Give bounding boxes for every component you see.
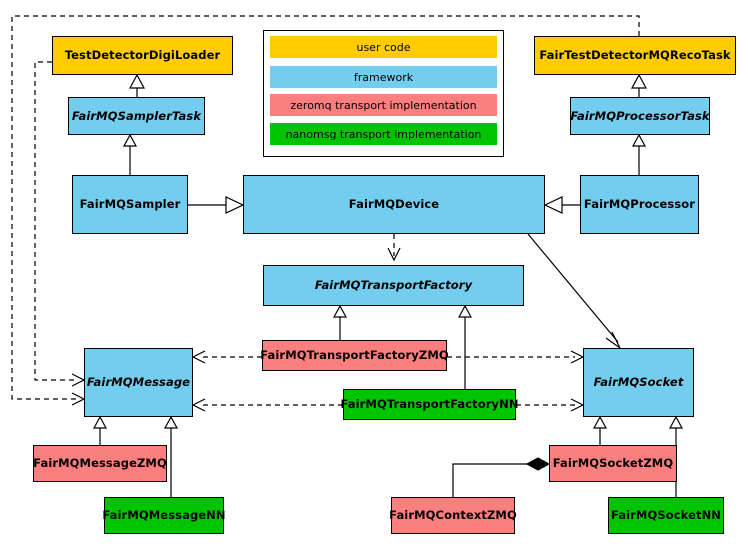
edge-dependency-device-transportfactory [387,234,401,262]
edge-generalization-factorynn-factory [457,304,473,389]
class-label: FairMQSocketZMQ [552,456,674,471]
edge-dependency-factoryzmq-message [191,350,262,364]
class-node-fairmqsocketnn[interactable]: FairMQSocketNN [608,497,724,534]
class-label: FairMQDevice [348,197,440,212]
legend-entry-nanomsg: nanomsg transport implementation [270,123,497,145]
class-node-testdetectordigiloader[interactable]: TestDetectorDigiLoader [52,36,233,75]
edge-generalization-processor-device [543,196,580,214]
legend-label-nanomsg: nanomsg transport implementation [285,127,482,141]
class-label: FairTestDetectorMQRecoTask [539,48,731,63]
edge-generalization-digiloader-samplertask [128,73,146,97]
class-label: FairMQContextZMQ [389,508,517,523]
class-node-fairmqcontextzmq[interactable]: FairMQContextZMQ [389,497,517,534]
edge-dependency-factorynn-socket [516,398,585,412]
class-node-fairtestdetectormqrecotask[interactable]: FairTestDetectorMQRecoTask [534,36,736,75]
class-node-fairmqprocessor[interactable]: FairMQProcessor [580,175,699,234]
class-label: FairMQSocketNN [610,508,722,523]
class-node-fairmqprocessortask[interactable]: FairMQProcessorTask [570,97,710,135]
class-node-fairmqtransportfactorynn[interactable]: FairMQTransportFactoryNN [340,389,519,420]
class-label: FairMQMessageNN [102,508,226,523]
class-node-fairmqmessagenn[interactable]: FairMQMessageNN [102,497,226,534]
class-node-fairmqsocket[interactable]: FairMQSocket [583,348,694,417]
class-node-fairmqtransportfactoryzmq[interactable]: FairMQTransportFactoryZMQ [260,340,449,371]
legend-label-zeromq: zeromq transport implementation [290,98,477,112]
edge-dependency-factorynn-message [191,398,343,412]
edge-association-device-socket [527,233,621,349]
edge-generalization-factoryzmq-factory [332,304,348,340]
class-label: FairMQSamplerTask [71,108,202,123]
class-label: FairMQTransportFactoryNN [340,397,519,412]
class-node-fairmqmessage[interactable]: FairMQMessage [84,348,193,417]
class-node-fairmqsocketzmq[interactable]: FairMQSocketZMQ [549,445,677,482]
edge-generalization-messagezmq-message [92,415,108,445]
legend-entry-zeromq: zeromq transport implementation [270,94,497,116]
legend-entry-framework: framework [270,66,497,88]
edge-generalization-sampler-device [188,196,245,214]
class-label: FairMQTransportFactoryZMQ [260,348,449,363]
class-node-fairmqsampler[interactable]: FairMQSampler [72,175,188,234]
class-label: FairMQSampler [79,197,181,212]
edge-composition-contextzmq-socketzmq [452,457,551,497]
legend-entry-user-code: user code [270,36,497,58]
edge-generalization-processor-processortask [631,133,647,175]
class-label: FairMQProcessorTask [570,108,710,123]
class-node-fairmqdevice[interactable]: FairMQDevice [243,175,545,234]
legend-label-user-code: user code [356,40,411,54]
class-label: FairMQProcessor [583,197,696,212]
edge-generalization-socketzmq-socket [592,415,608,445]
class-label: FairMQMessageZMQ [33,456,167,471]
edge-generalization-recotask-processortask [630,73,648,97]
class-node-fairmqtransportfactory[interactable]: FairMQTransportFactory [263,265,524,306]
class-node-fairmqmessagezmq[interactable]: FairMQMessageZMQ [33,445,167,482]
class-label: TestDetectorDigiLoader [64,48,221,63]
legend-label-framework: framework [353,70,414,84]
class-label: FairMQMessage [86,375,191,390]
class-label: FairMQSocket [593,375,684,390]
edge-dependency-factoryzmq-socket [447,350,585,364]
edge-generalization-sampler-samplertask [122,133,138,175]
class-label: FairMQTransportFactory [314,278,473,293]
class-node-fairmqsamplertask[interactable]: FairMQSamplerTask [68,97,205,135]
